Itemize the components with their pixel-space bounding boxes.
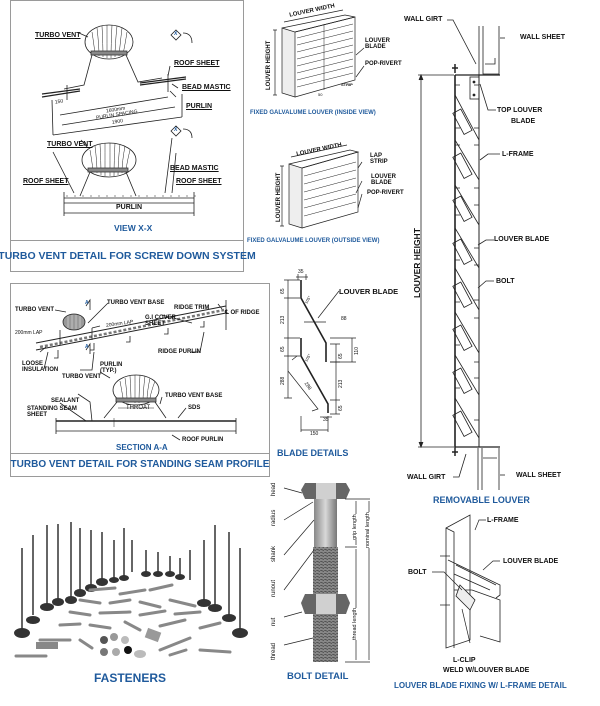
fixing-label-l-frame: L-FRAME <box>487 517 519 524</box>
label-turbo-vent-section: TURBO VENT <box>62 374 101 380</box>
screw-down-title: TURBO VENT DETAIL FOR SCREW DOWN SYSTEM <box>0 249 256 262</box>
label-lap-strip-2: STRIP <box>370 159 388 165</box>
label-top-louver-blade-2: BLADE <box>511 118 536 125</box>
turbo-vent-dome-top <box>84 24 134 60</box>
label-turbo-vent-ss: TURBO VENT <box>15 307 54 313</box>
label-louver-blade-outside-2: BLADE <box>371 180 392 186</box>
louver-outside-caption: FIXED GALVALUME LOUVER (OUTSIDE VIEW) <box>247 238 380 244</box>
label-roof-sheet: ROOF SHEET <box>174 60 220 67</box>
label-turbo-vent-base-section: TURBO VENT BASE <box>165 393 223 399</box>
blade-details-caption: BLADE DETAILS <box>277 448 349 458</box>
standing-seam-title-bar: TURBO VENT DETAIL FOR STANDING SEAM PROF… <box>11 453 269 476</box>
label-bead-mastic: BEAD MASTIC <box>182 84 231 91</box>
label-purlin-typ-2: (TYP.) <box>100 368 117 374</box>
label-louver-blade-inside-2: BLADE <box>365 44 386 50</box>
screw-down-title-bar: TURBO VENT DETAIL FOR SCREW DOWN SYSTEM <box>0 240 256 271</box>
marker-x-top: X <box>174 31 178 37</box>
label-sealant: SEALANT <box>51 398 80 404</box>
label-gi-cover-1: G.I COVER <box>145 315 177 321</box>
bolt-thread-lower <box>313 614 338 662</box>
label-roof-sheet-left: ROOF SHEET <box>23 178 69 185</box>
dim-35-top: 35 <box>298 269 304 275</box>
label-lap-1: 200mm LAP <box>15 330 43 336</box>
label-sds: SDS <box>188 405 201 411</box>
label-lap-strip-1: LAP <box>370 153 382 159</box>
label-roof-sheet-right: ROOF SHEET <box>176 178 222 185</box>
fixing-label-bolt: BOLT <box>408 569 427 576</box>
label-turbo-vent-base: TURBO VENT BASE <box>107 300 165 306</box>
label-dim-50: 50 <box>318 92 323 97</box>
label-roof-purlin: ROOF PURLIN <box>182 437 224 443</box>
fixing-label-louver-blade: LOUVER BLADE <box>503 558 559 565</box>
label-pop-rivet-outside: POP-RIVERT <box>367 190 404 196</box>
label-turbo-vent: TURBO VENT <box>35 32 81 39</box>
label-of-ridge: ℄ OF RIDGE <box>225 310 260 316</box>
louver-inside-caption: FIXED GALVALUME LOUVER (INSIDE VIEW) <box>250 110 376 116</box>
dim-88: 88 <box>341 316 347 322</box>
marker-a-top: A <box>85 300 89 306</box>
marker-x-bottom: X <box>174 127 178 133</box>
label-wall-girt-top: WALL GIRT <box>404 16 443 23</box>
label-loose-insulation-1: LOOSE <box>22 361 44 367</box>
bolt-thread-upper <box>313 547 338 594</box>
label-louver-blade-inside-1: LOUVER <box>365 38 391 44</box>
bolt-shank <box>314 499 337 547</box>
label-louver-blade-outside-1: LOUVER <box>371 174 397 180</box>
label-purlin-typ-1: PURLIN <box>100 362 123 368</box>
label-standing-seam-1: STANDING SEAM <box>27 406 77 412</box>
label-wall-girt-bottom: WALL GIRT <box>407 474 446 481</box>
bolt-detail-caption: BOLT DETAIL <box>287 671 349 682</box>
fixing-label-l-clip: L-CLIP <box>453 657 476 664</box>
label-standing-seam-2: SHEET <box>27 412 48 418</box>
label-louver-blade: LOUVER BLADE <box>494 236 550 243</box>
label-loose-insulation-2: INSULATION <box>22 367 59 373</box>
label-bead-mastic-2: BEAD MASTIC <box>170 165 219 172</box>
label-wall-sheet-bottom: WALL SHEET <box>516 472 561 479</box>
label-wall-sheet-top: WALL SHEET <box>520 34 565 41</box>
dim-150: 150 <box>310 431 319 437</box>
label-turbo-vent-2: TURBO VENT <box>47 141 93 148</box>
label-ridge-trim: RIDGE TRIM <box>174 305 210 311</box>
label-pop-rivet-inside: POP-RIVERT <box>365 61 402 67</box>
removable-louver-caption: REMOVABLE LOUVER <box>433 495 530 505</box>
fasteners-caption: FASTENERS <box>94 671 167 685</box>
label-strip: STRIP <box>341 82 353 87</box>
label-purlin: PURLIN <box>186 103 213 110</box>
small-turbo-vent <box>62 313 86 331</box>
blade-fixing-caption: LOUVER BLADE FIXING W/ L-FRAME DETAIL <box>394 681 567 690</box>
standing-seam-title: TURBO VENT DETAIL FOR STANDING SEAM PROF… <box>10 459 270 470</box>
section-a-a-caption: SECTION A-A <box>116 443 168 452</box>
turbo-vent-dome-section <box>112 374 160 406</box>
label-bolt: BOLT <box>496 278 515 285</box>
label-throat: THROAT <box>126 405 151 411</box>
label-l-frame: L-FRAME <box>502 151 534 158</box>
label-louver-blade-detail: LOUVER BLADE <box>339 287 399 296</box>
label-purlin-2: PURLIN <box>116 204 143 211</box>
label-gi-cover-2: SHEET <box>145 321 166 327</box>
view-x-x-caption: VIEW X-X <box>114 223 153 233</box>
dim-35-bot: 35 <box>323 417 329 423</box>
label-ridge-purlin: RIDGE PURLIN <box>158 349 202 355</box>
marker-a-bottom: A <box>85 344 89 350</box>
label-top-louver-blade-1: TOP LOUVER <box>497 107 543 114</box>
fixing-label-weld: WELD W/LOUVER BLADE <box>443 667 530 674</box>
